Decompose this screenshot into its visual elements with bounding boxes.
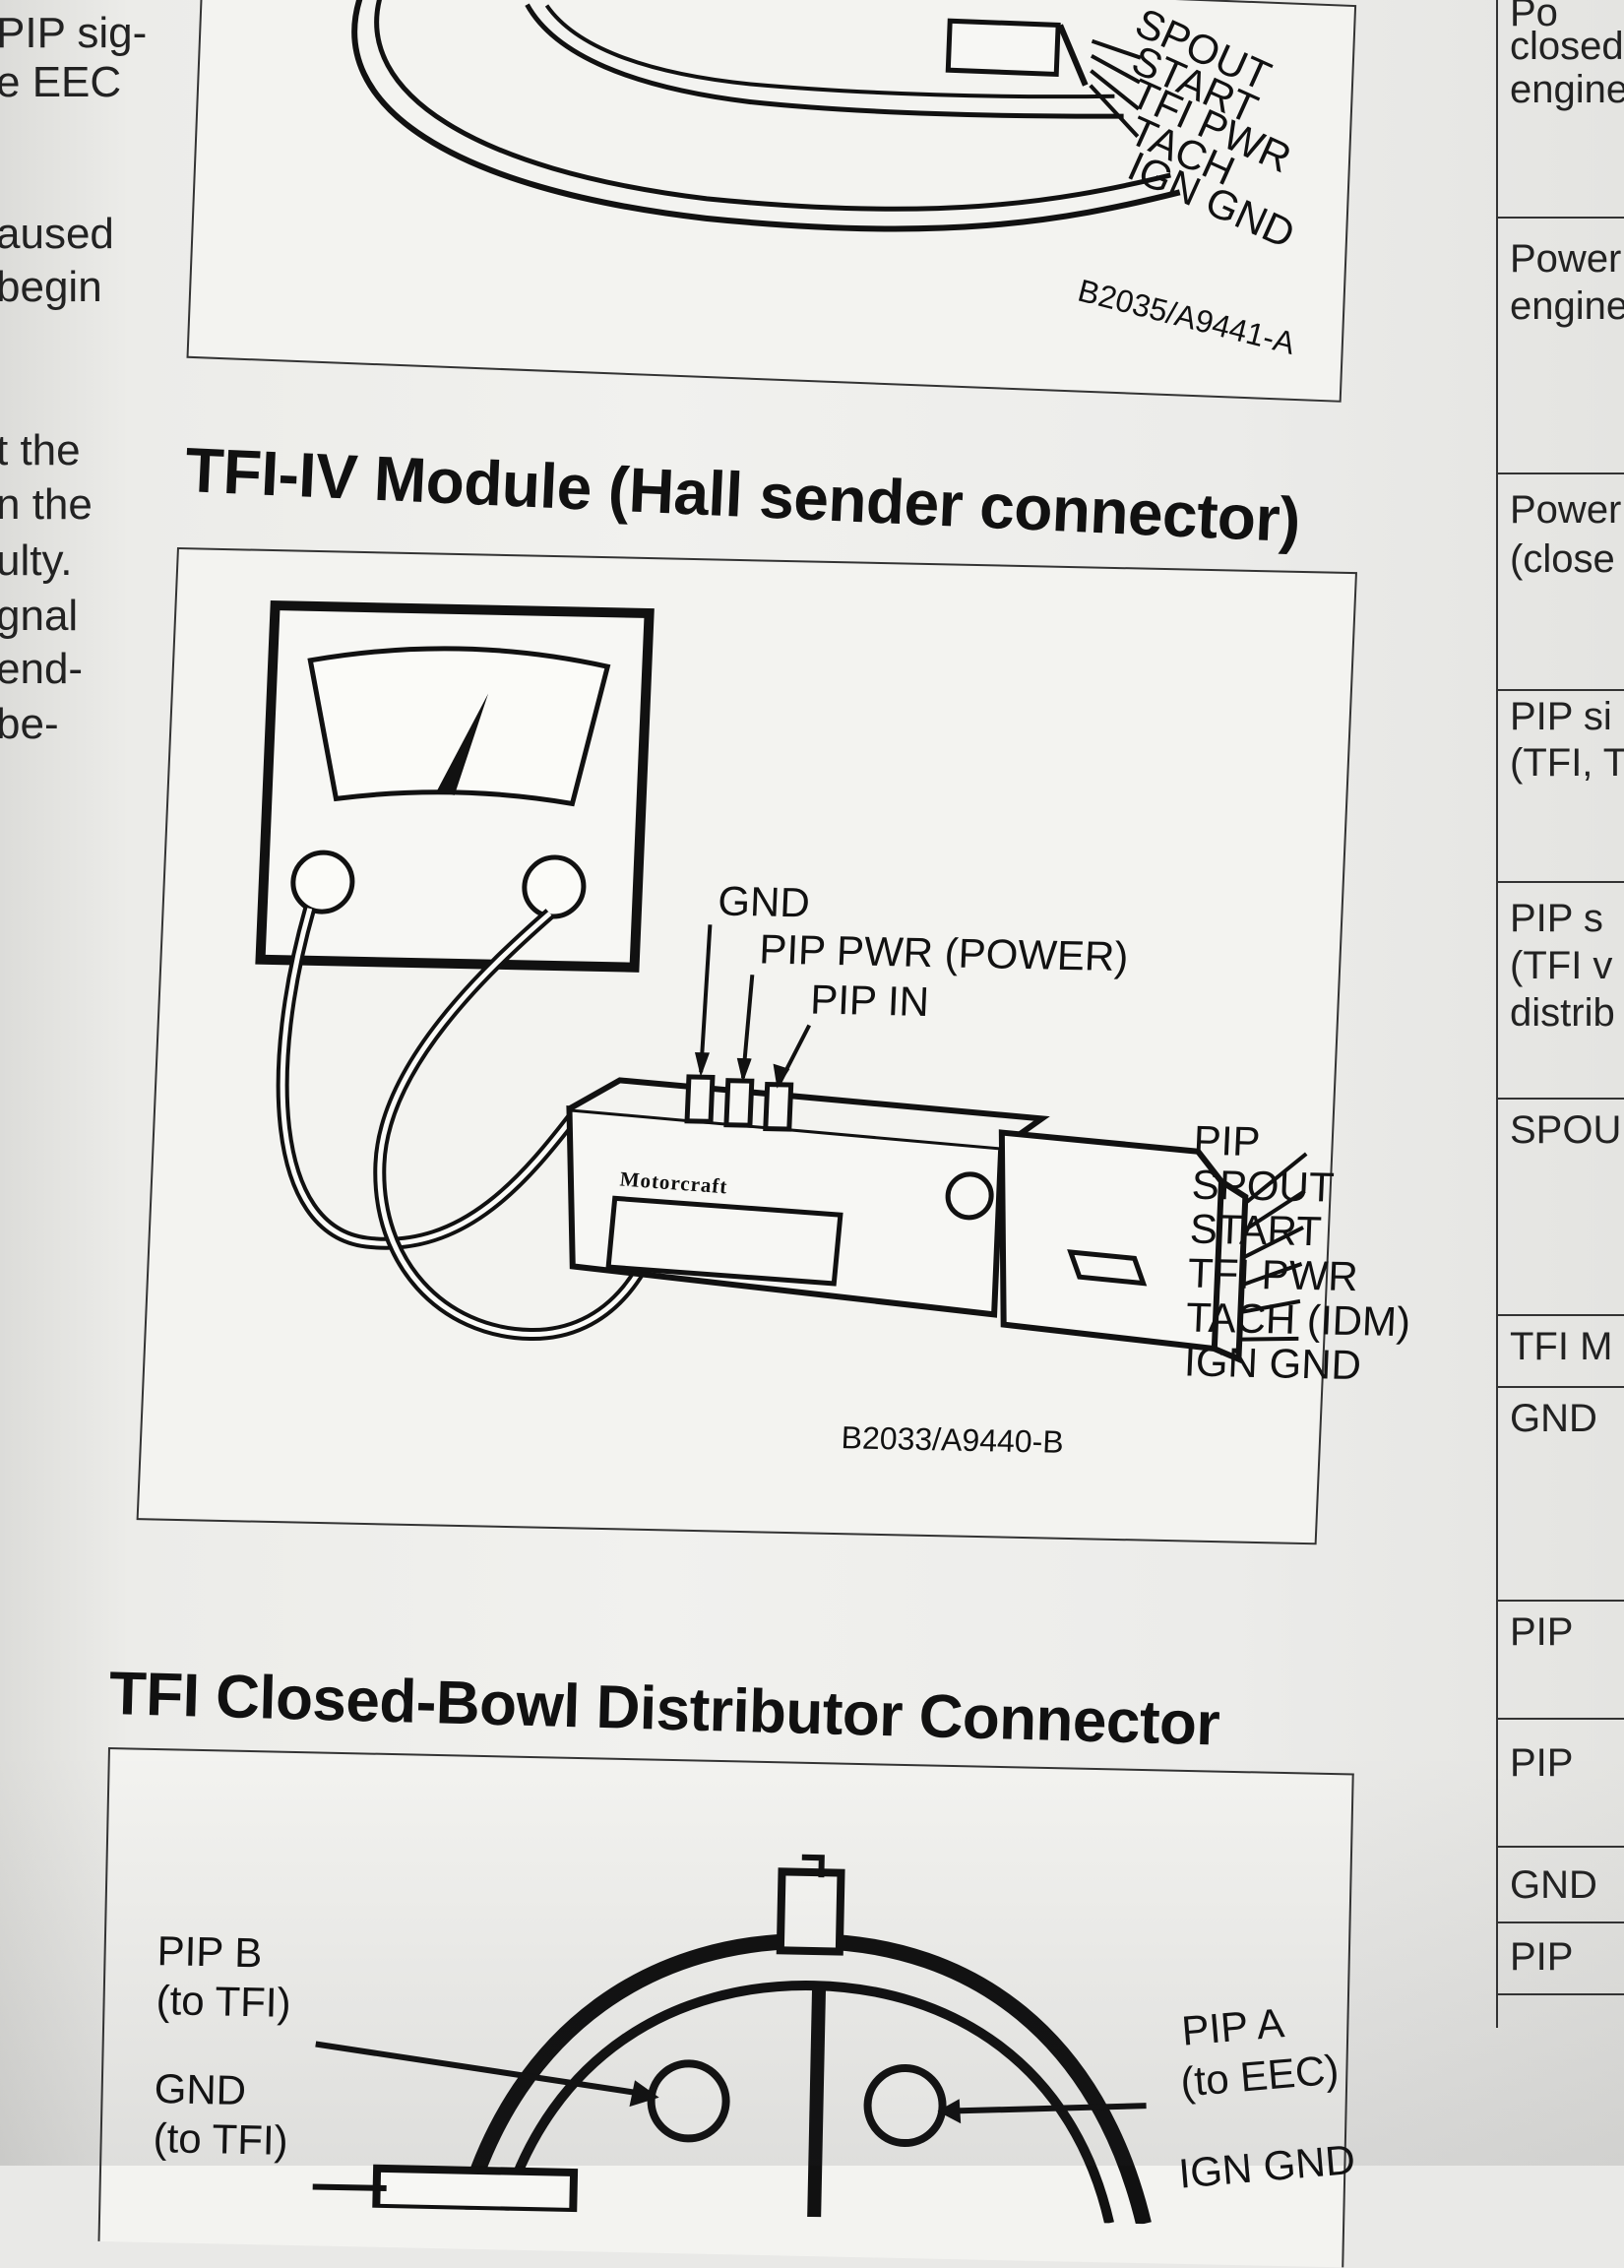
- table-rule: [1496, 881, 1624, 883]
- connector-label: (to TFI): [153, 2114, 289, 2164]
- table-cell: PIP: [1510, 1610, 1574, 1654]
- table-cell: PIP: [1510, 1935, 1574, 1979]
- table-rule: [1496, 1600, 1624, 1602]
- left-line: ulty.: [0, 536, 73, 585]
- table-cell: GND: [1510, 1397, 1597, 1440]
- table-cell: SPOU: [1510, 1108, 1622, 1152]
- figure-code: B2033/A9440-B: [840, 1419, 1065, 1460]
- table-cell: engine: [1510, 68, 1624, 111]
- table-cell: Power: [1510, 488, 1622, 532]
- left-line: begin: [0, 263, 102, 311]
- section-title-tfi-iv: TFI-IV Module (Hall sender connector): [183, 433, 1302, 556]
- table-rule: [1496, 689, 1624, 691]
- table-rule: [1496, 1993, 1624, 1995]
- distributor-connector-icon: [372, 1854, 1152, 2227]
- table-cell: GND: [1510, 1863, 1597, 1907]
- table-rule: [1496, 1718, 1624, 1720]
- table-rule: [1496, 217, 1624, 219]
- connector-label: PIP B: [156, 1927, 263, 1977]
- table-cell: (close: [1510, 537, 1615, 581]
- table-cell: closed: [1510, 25, 1624, 68]
- left-line: t the: [0, 426, 81, 474]
- table-cell: Po: [1510, 0, 1558, 34]
- table-rule: [1496, 472, 1624, 474]
- pin-label: TFI PWR: [1187, 1249, 1359, 1300]
- probe-label-pip-pwr: PIP PWR (POWER): [758, 925, 1130, 980]
- connector-label: (to TFI): [156, 1977, 291, 2026]
- table-border: [1496, 0, 1498, 2028]
- table-cell: (TFI v: [1510, 944, 1613, 987]
- figure-tfi-iv-box: Motorcraft GND PIP PWR (POWER) PIP IN PI…: [136, 547, 1411, 1545]
- section-title-closed-bowl: TFI Closed-Bowl Distributor Connector: [108, 1659, 1221, 1759]
- figure-top-drawing: [351, 0, 1181, 232]
- table-cell: PIP si: [1510, 695, 1612, 738]
- figure-tfi-iv-drawing: [255, 599, 1308, 1364]
- figure-top-box: SPOUT START TFI PWR TACH IGN GND B2035/A…: [186, 0, 1357, 403]
- table-rule: [1496, 1314, 1624, 1316]
- table-rule: [1496, 1098, 1624, 1100]
- left-line: n the: [0, 480, 93, 529]
- table-cell: PIP: [1510, 1741, 1574, 1785]
- table-cell: Power: [1510, 237, 1622, 281]
- probe-label-gnd: GND: [717, 877, 811, 926]
- table-rule: [1496, 1922, 1624, 1923]
- left-line: gnal: [0, 592, 79, 640]
- connector-label: GND: [154, 2065, 247, 2114]
- probe-label-pip-in: PIP IN: [809, 976, 930, 1025]
- table-rule: [1496, 1386, 1624, 1388]
- left-line: PIP sig-: [0, 9, 148, 57]
- left-line: end-: [0, 645, 84, 693]
- left-text-column: PIP sig- e EEC aused begin t the n the u…: [0, 0, 147, 1477]
- meter-icon: [255, 599, 655, 973]
- left-line: be-: [0, 700, 59, 748]
- pin-label: START: [1188, 1205, 1323, 1255]
- table-cell: distrib: [1510, 991, 1615, 1035]
- table-cell: engine: [1510, 284, 1624, 328]
- table-cell: TFI M: [1510, 1325, 1613, 1368]
- figure-closed-bowl-box: PIP B (to TFI) GND (to TFI) PIP A (to EE…: [97, 1747, 1357, 2268]
- tfi-module-icon: [566, 1074, 1249, 1364]
- pin-label: IGN GND: [1183, 1338, 1362, 1389]
- connector-label: PIP A: [1179, 1999, 1286, 2054]
- pin-label: PIP: [1192, 1116, 1262, 1166]
- pin-label: SPOUT: [1190, 1161, 1336, 1211]
- right-table-column: Po closed engine Power engine Power (clo…: [1496, 0, 1624, 2166]
- table-cell: PIP s: [1510, 897, 1603, 940]
- left-line: e EEC: [0, 58, 122, 106]
- left-line: aused: [0, 210, 114, 258]
- table-cell: (TFI, T: [1510, 741, 1624, 785]
- table-rule: [1496, 1846, 1624, 1848]
